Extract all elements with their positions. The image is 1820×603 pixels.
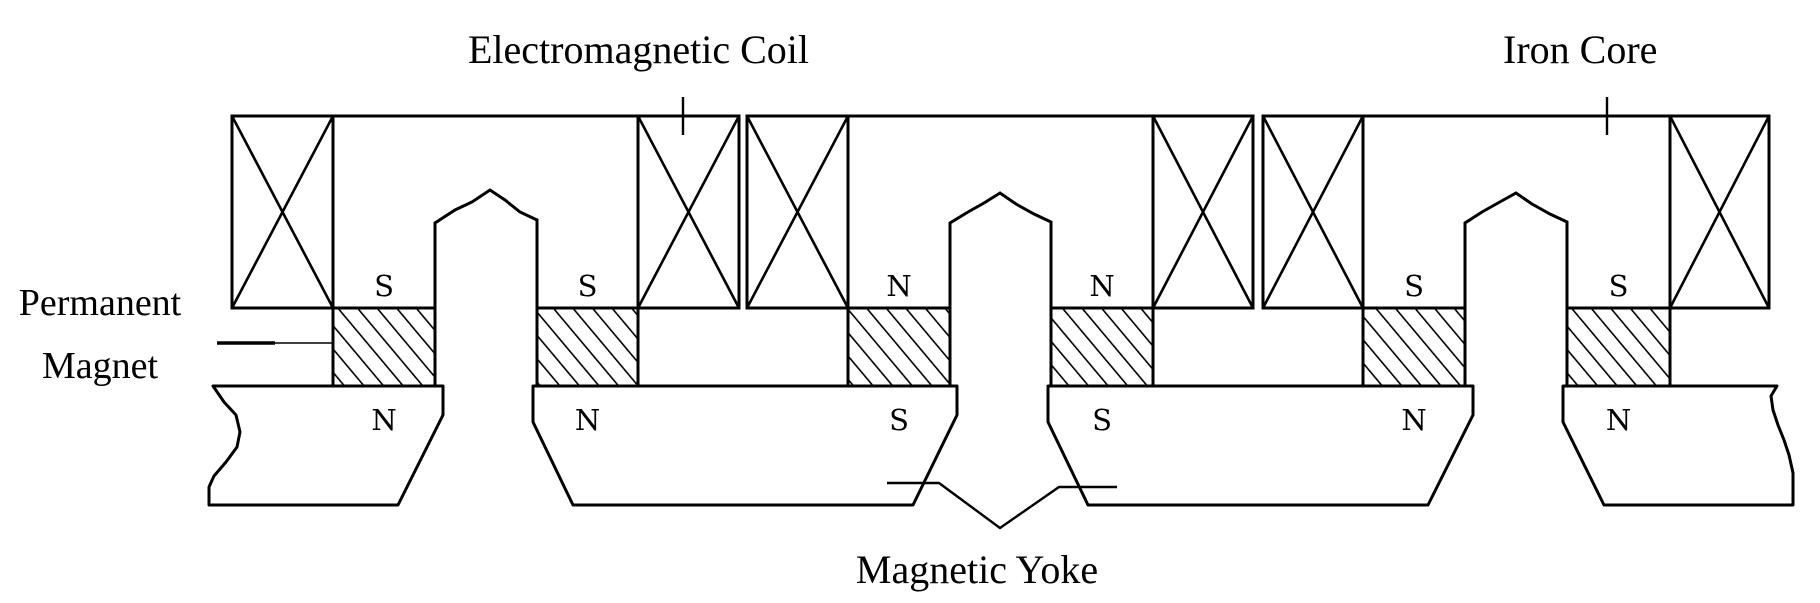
coils [230, 114, 1771, 310]
yoke-3 [1046, 384, 1475, 507]
iron-core-label: Iron Core [1503, 27, 1657, 72]
permanent-magnets [331, 306, 1672, 388]
magnet-top-pole-label: S [1404, 269, 1424, 303]
yoke-pole-label: N [1401, 403, 1426, 437]
electromagnetic-coil-label: Electromagnetic Coil [468, 27, 809, 72]
coil-2 [636, 114, 741, 310]
permanent-magnet-3 [846, 306, 952, 388]
coil-1 [230, 114, 335, 310]
coil-winding-cross [1261, 115, 1365, 309]
coil-5 [1261, 114, 1365, 310]
iron-core-group [331, 114, 1672, 386]
coil-6 [1668, 114, 1771, 310]
coil-winding-cross [1668, 115, 1771, 309]
yoke-pole-label: N [371, 403, 396, 437]
yoke-pole-label: S [1092, 403, 1112, 437]
yoke-pole-label: N [1606, 403, 1631, 437]
magnetic-yokes [207, 384, 1795, 507]
yoke-pole-label: N [575, 403, 600, 437]
yoke-leader-line [887, 481, 1117, 530]
permanent-magnet-5 [1361, 306, 1467, 388]
magnet-top-pole-label: N [1089, 269, 1114, 303]
pole-labels: S N S N N S N S S N S N [371, 269, 1631, 437]
coil-4 [1151, 114, 1255, 310]
yoke-2 [531, 384, 959, 507]
coil-winding-cross [745, 115, 850, 309]
permanent-magnet-2 [535, 306, 640, 388]
permanent-magnet-label-line1: Permanent [19, 282, 182, 324]
yoke-pole-label: S [889, 403, 909, 437]
coil-winding-cross [636, 115, 741, 309]
coil-winding-cross [230, 115, 335, 309]
magnet-top-pole-label: S [578, 269, 598, 303]
magnet-top-pole-label: S [374, 269, 394, 303]
magnetic-yoke-label: Magnetic Yoke [856, 547, 1098, 592]
permanent-magnet-label-line2: Magnet [42, 345, 159, 387]
permanent-magnet-6 [1565, 306, 1672, 388]
coil-3 [745, 114, 850, 310]
yoke-1 [207, 384, 445, 507]
magnet-top-pole-label: N [886, 269, 911, 303]
magnet-top-pole-label: S [1609, 269, 1629, 303]
permanent-magnet-4 [1049, 306, 1155, 388]
permanent-magnet-1 [331, 306, 437, 388]
yoke-4 [1561, 384, 1795, 507]
coil-winding-cross [1151, 115, 1255, 309]
leader-lines [217, 97, 1609, 530]
